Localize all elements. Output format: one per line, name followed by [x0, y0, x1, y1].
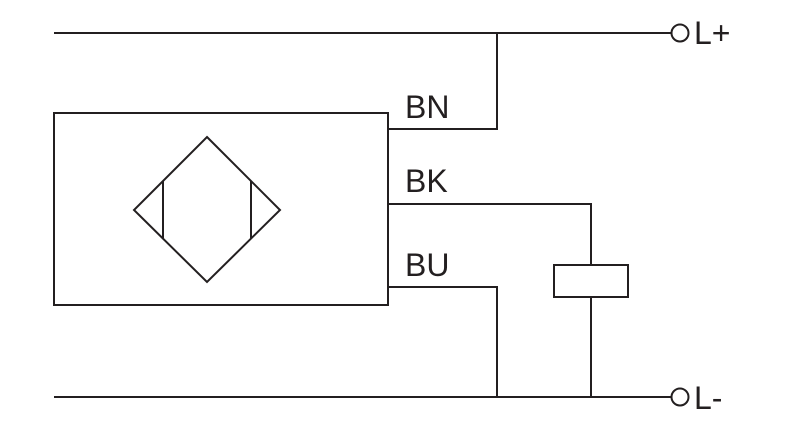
black-wire [388, 203, 592, 265]
negative-terminal-label: L- [694, 380, 722, 416]
blue-wire [388, 286, 498, 397]
positive-terminal-icon [670, 23, 690, 43]
brown-wire-label: BN [405, 89, 449, 125]
inductive-sensor-icon [132, 135, 282, 284]
negative-terminal-icon [670, 387, 690, 407]
blue-wire-label: BU [405, 247, 449, 283]
brown-wire [388, 33, 498, 130]
load-resistor-icon [553, 264, 629, 298]
sensor-body [53, 112, 389, 306]
positive-terminal-label: L+ [694, 15, 730, 51]
black-wire-label: BK [405, 163, 448, 199]
